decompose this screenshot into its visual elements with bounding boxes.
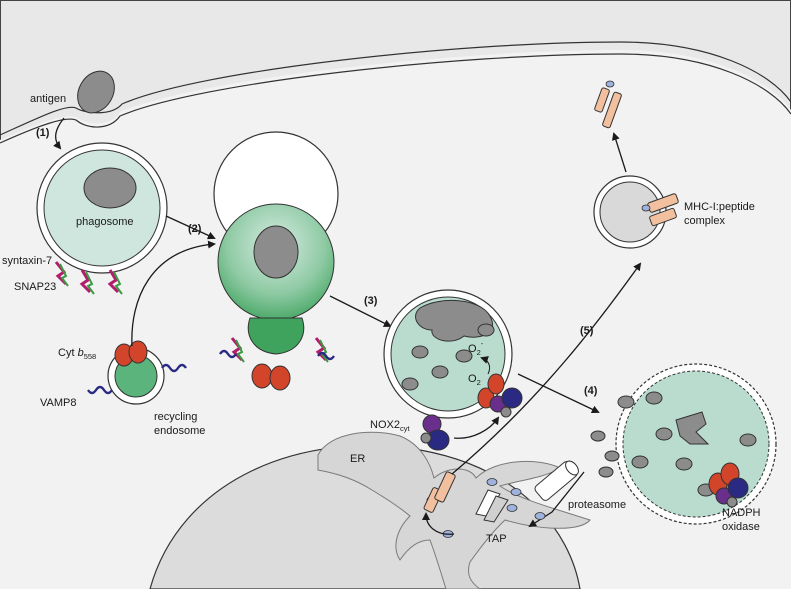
step-5-label: (5): [580, 325, 594, 337]
mhc-i-in-er: [423, 471, 456, 513]
nadph-label: NADPH: [722, 507, 761, 519]
antigen-label: antigen: [30, 93, 66, 105]
step-4-label: (4): [584, 385, 598, 397]
arrow-step-3: [329, 295, 392, 327]
oxidase-label: oxidase: [722, 521, 760, 533]
arrow-peptide-loading: [422, 512, 455, 535]
o2-label: O2: [468, 373, 481, 387]
escaped-antigens: [590, 430, 620, 478]
syntaxin-7-label: syntaxin-7: [2, 255, 52, 267]
arrow-nox2-recruit: [453, 416, 500, 439]
phagosome-early: [36, 142, 168, 274]
antigen-particle: [77, 70, 115, 114]
arrow-step-1: [53, 117, 65, 150]
surface-mhc-i: [594, 80, 622, 129]
recycling-endosome: [87, 340, 187, 405]
endoplasmic-reticulum: [317, 431, 591, 590]
arrow-step-5: [451, 262, 642, 475]
arrow-step-2: [131, 240, 216, 347]
superoxide-label: O2-: [468, 339, 484, 357]
recycling-label: recycling: [154, 411, 197, 423]
nox2-cytosolic-subunits: [420, 414, 450, 451]
er-label: ER: [350, 453, 365, 465]
phagosome-leaky: [615, 363, 777, 525]
proteasome: [534, 460, 579, 501]
phagosome-fusing: [213, 131, 339, 391]
endosome-label: endosome: [154, 425, 205, 437]
arrow-step-2-from-phagosome: [165, 215, 216, 240]
mhc-complex-label-2: complex: [684, 215, 725, 227]
arrow-o2-to-superoxide: [480, 356, 491, 375]
phagosome-label: phagosome: [76, 216, 134, 228]
mhc-complex-label-1: MHC-I:peptide: [684, 201, 755, 213]
nox2-label: NOX2cyt: [370, 419, 410, 433]
arrow-step-4: [517, 373, 600, 414]
tap-label: TAP: [486, 533, 507, 545]
step-1-label: (1): [36, 127, 50, 139]
arrow-to-surface: [611, 132, 627, 173]
arrow-degrade-to-proteasome: [528, 471, 585, 528]
snap23-label: SNAP23: [14, 281, 56, 293]
mhc-transport-vesicle: [593, 175, 679, 249]
step-3-label: (3): [364, 295, 378, 307]
proteasome-label: proteasome: [568, 499, 626, 511]
cyt-b558-label: Cyt b558: [58, 347, 96, 361]
vamp8-label: VAMP8: [40, 397, 76, 409]
plasma-membrane-outer: [0, 41, 791, 136]
tap-transporter: [475, 489, 509, 523]
plasma-membrane-inner: [0, 53, 791, 144]
phagosome-mature: [383, 289, 523, 419]
snare-complexes-early: [54, 261, 123, 295]
step-2-label: (2): [188, 223, 202, 235]
